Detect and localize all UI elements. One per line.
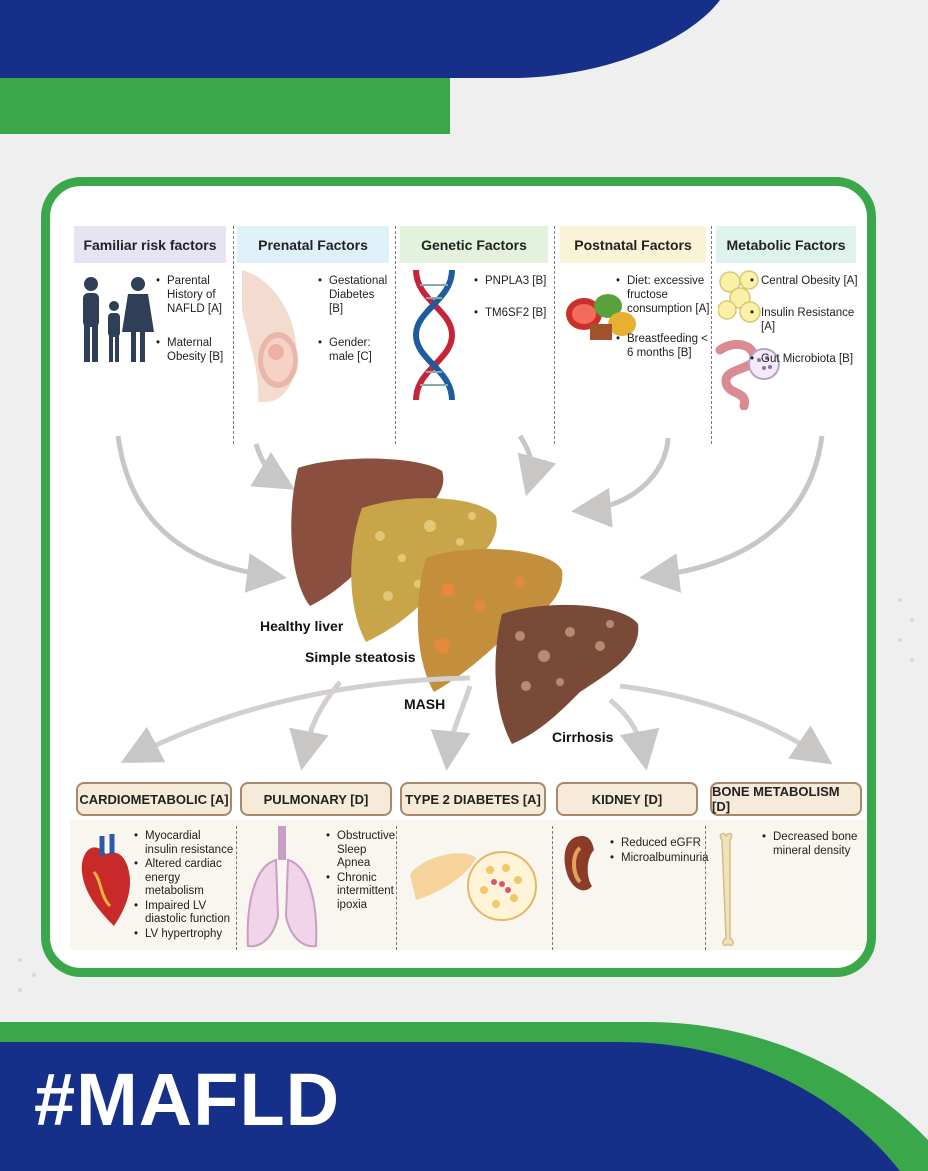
mash-liver — [417, 548, 563, 692]
risk-header-metabolic: Metabolic Factors — [716, 226, 856, 263]
outcome-header-kidney: KIDNEY [D] — [556, 782, 698, 816]
list-item: Reduced eGFR — [610, 836, 706, 850]
list-item: Chronic intermittent ipoxia — [326, 872, 396, 913]
top-navy-band — [0, 0, 720, 78]
list-item: Gut Microbiota [B] — [750, 352, 867, 366]
arrow — [289, 680, 342, 771]
kidney-icon — [564, 836, 594, 891]
arrow — [115, 435, 287, 593]
familiar-risk-list: Parental History of NAFLD [A] Maternal O… — [156, 274, 228, 376]
risk-divider — [711, 226, 712, 444]
stage-label-healthy: Healthy liver — [260, 618, 344, 634]
risk-header-postnatal: Postnatal Factors — [560, 226, 706, 263]
list-item: Altered cardiac energy metabolism — [134, 858, 236, 899]
risk-header-prenatal: Prenatal Factors — [237, 226, 389, 263]
stage-label-cirrhosis: Cirrhosis — [552, 729, 614, 745]
hashtag-title: #MAFLD — [34, 1058, 341, 1141]
list-item: LV hypertrophy — [134, 928, 236, 942]
cirrhosis-liver — [495, 604, 639, 744]
risk-header-familiar: Familiar risk factors — [74, 226, 226, 263]
list-item: Central Obesity [A] — [750, 274, 867, 288]
stage-label-mash: MASH — [404, 696, 446, 712]
bottom-navy-band — [0, 1042, 900, 1171]
dna-icon — [412, 270, 456, 400]
list-item: Microalbuminuria — [610, 851, 709, 865]
list-item: Breastfeeding < 6 months [B] — [616, 332, 710, 360]
list-item: Obstructive Sleep Apnea — [326, 830, 396, 871]
risk-divider — [554, 226, 555, 444]
arrow — [517, 434, 557, 497]
list-item: TM6SF2 [B] — [474, 306, 552, 320]
outcome-header-type2-diabetes: TYPE 2 DIABETES [A] — [400, 782, 546, 816]
list-item: Impaired LV diastolic function — [134, 900, 236, 927]
family-icon — [83, 277, 154, 362]
top-green-bar — [0, 78, 450, 134]
arrow — [250, 443, 295, 490]
pulmonary-list: Obstructive Sleep Apnea Chronic intermit… — [326, 830, 396, 913]
heart-icon — [81, 834, 131, 926]
list-item: Parental History of NAFLD [A] — [156, 274, 228, 316]
risk-header-genetic: Genetic Factors — [400, 226, 548, 263]
list-item: Gender: male [C] — [318, 336, 390, 364]
arrow — [619, 683, 833, 765]
genetic-risk-list: PNPLA3 [B] TM6SF2 [B] — [474, 274, 552, 332]
metabolic-risk-list: Central Obesity [A] Insulin Resistance [… — [750, 274, 867, 378]
outcome-divider — [396, 826, 397, 950]
pancreas-icon — [410, 851, 537, 921]
bone-icon — [719, 832, 734, 947]
list-item: Insulin Resistance [A] — [750, 306, 867, 334]
arrow — [608, 698, 660, 771]
arrow — [120, 675, 471, 763]
arrow — [639, 435, 825, 593]
list-item: Gestational Diabetes [B] — [318, 274, 390, 316]
food-icon — [566, 294, 636, 340]
pregnancy-icon — [242, 270, 298, 402]
outcome-header-bone-metabolism: BONE METABOLISM [D] — [710, 782, 862, 816]
stage-label-steatosis: Simple steatosis — [305, 649, 416, 665]
cardiometabolic-list: Myocardial insulin resistance Altered ca… — [134, 830, 236, 942]
risk-divider — [395, 226, 396, 444]
list-item: Myocardial insulin resistance — [134, 830, 236, 857]
list-item: Decreased bone mineral density — [762, 830, 862, 858]
postnatal-risk-list: Diet: excessive fructose consumption [A]… — [616, 274, 710, 372]
lungs-icon — [246, 826, 318, 948]
outcome-header-pulmonary: PULMONARY [D] — [240, 782, 392, 816]
risk-divider — [233, 226, 234, 444]
bone-metabolism-list: Decreased bone mineral density — [762, 830, 862, 870]
outcome-divider — [705, 826, 706, 950]
list-item: Maternal Obesity [B] — [156, 336, 228, 364]
prenatal-risk-list: Gestational Diabetes [B] Gender: male [C… — [318, 274, 390, 376]
list-item: PNPLA3 [B] — [474, 274, 552, 288]
outcome-divider — [236, 826, 237, 950]
arrow — [571, 437, 671, 528]
arrow — [430, 685, 473, 771]
list-item: Diet: excessive fructose consumption [A] — [616, 274, 710, 316]
infographic-card: Familiar risk factors Prenatal Factors G… — [41, 177, 876, 977]
outcome-header-cardiometabolic: CARDIOMETABOLIC [A] — [76, 782, 232, 816]
kidney-list: Reduced eGFR Microalbuminuria — [610, 836, 709, 866]
progression-diagram — [115, 434, 833, 771]
outcome-divider — [552, 826, 553, 950]
